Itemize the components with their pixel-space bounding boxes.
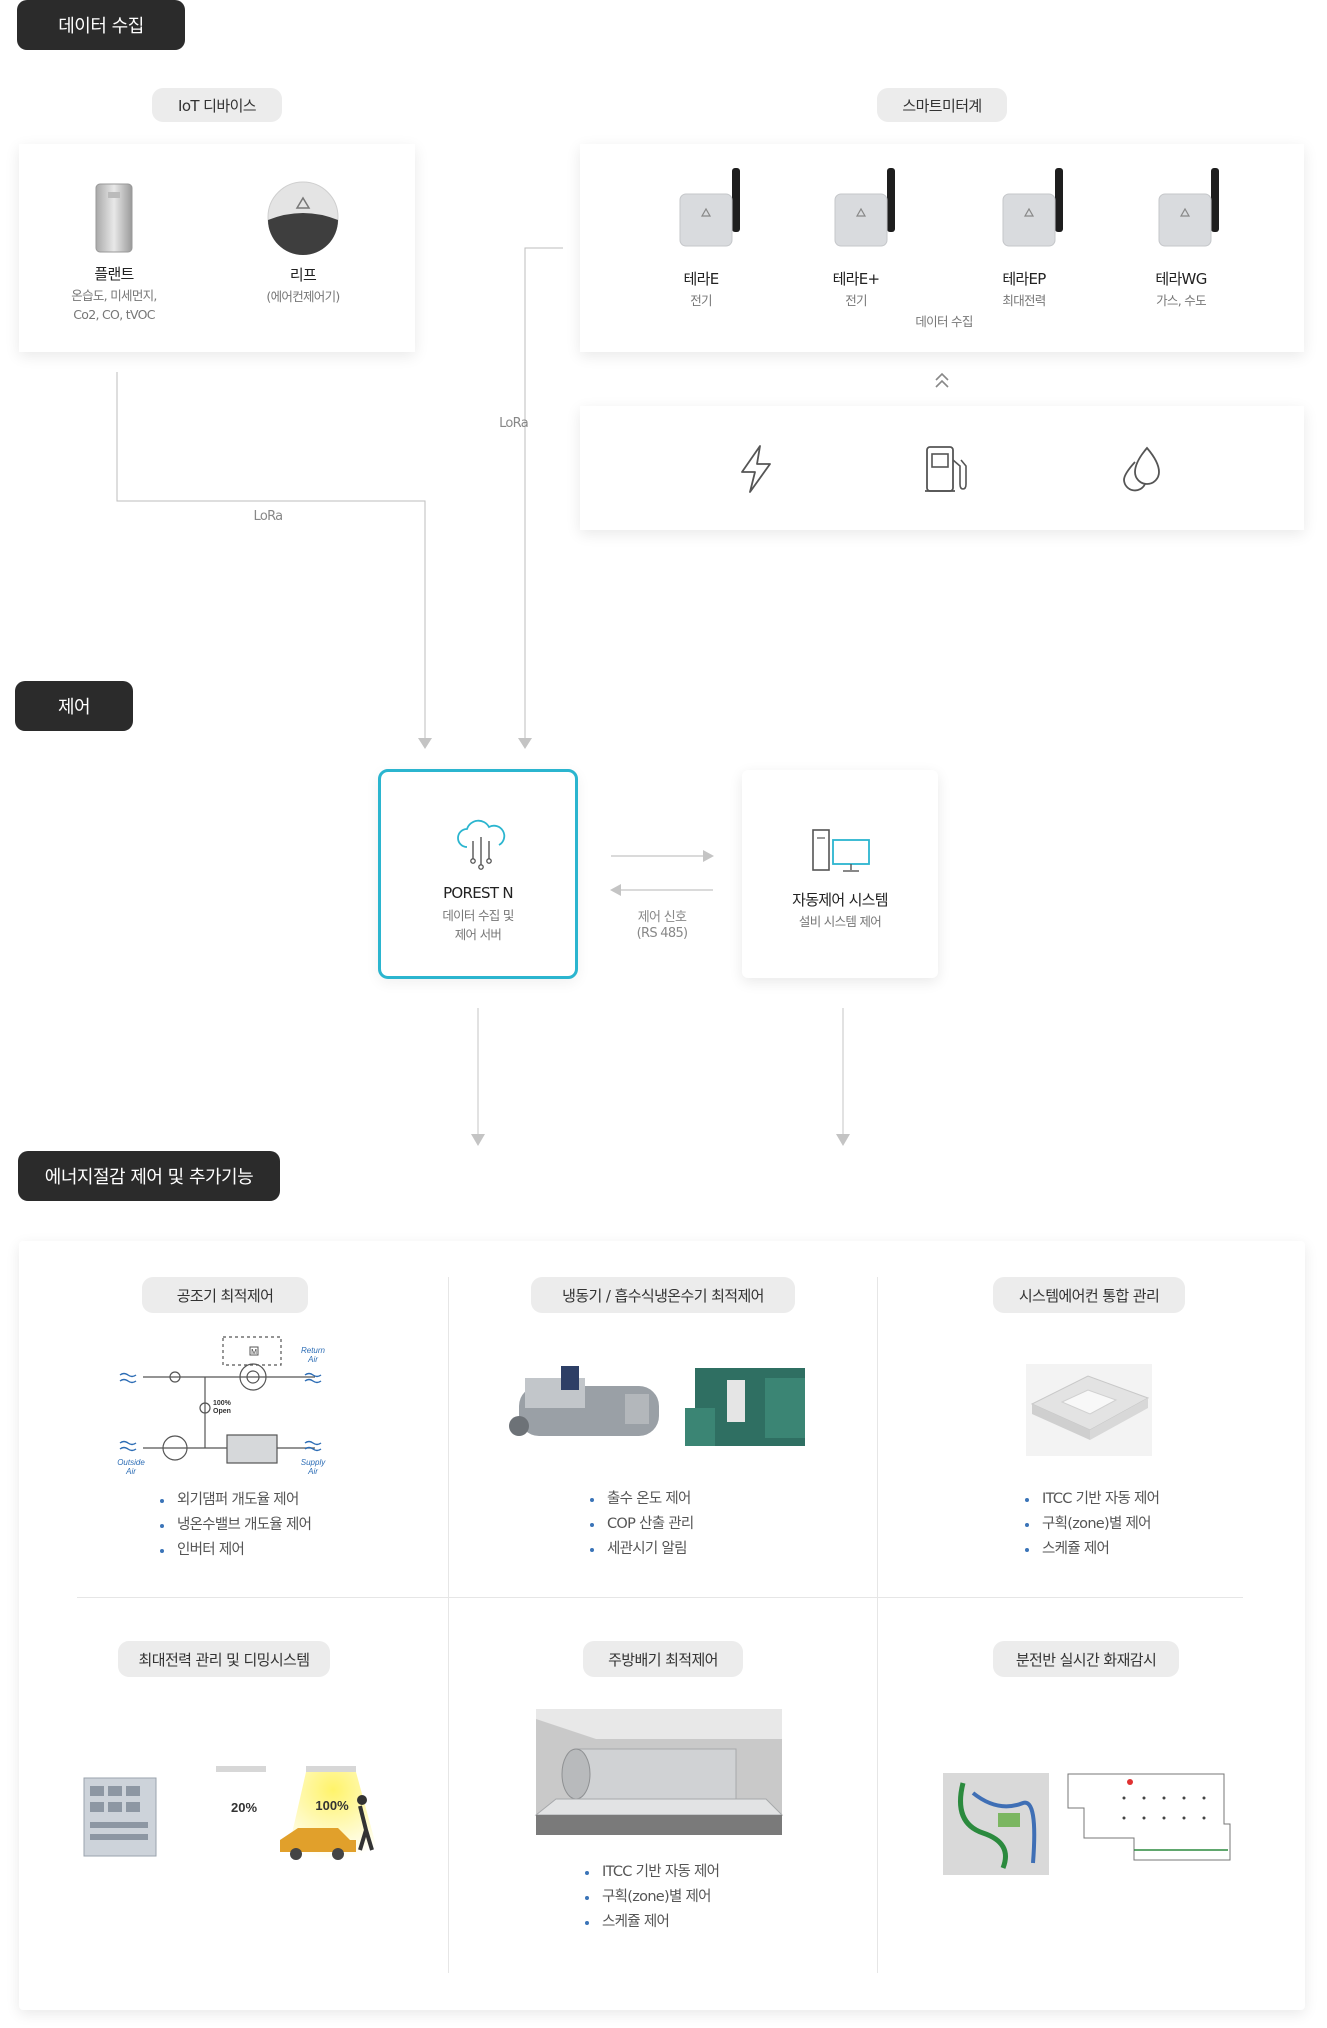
meter-name-4: 테라WG [1155, 270, 1207, 288]
auto-name: 자동제어 시스템 [792, 891, 888, 909]
feature-title-2: 냉동기 / 흡수식냉온수기 최적제어 [531, 1277, 795, 1313]
return-air-label: Return [301, 1346, 326, 1355]
outside-air-label: Air [125, 1467, 136, 1476]
dimming-image: 20% 100% [216, 1766, 380, 1860]
cloud-network-icon [457, 819, 506, 870]
meter-desc-1: 전기 [690, 293, 712, 308]
signal-label-1: 제어 신호 [637, 910, 687, 925]
lightning-icon [741, 445, 771, 493]
panel-wiring-image [943, 1773, 1049, 1875]
server-desc-1: 데이터 수집 및 [442, 908, 514, 923]
server-name: POREST N [443, 884, 514, 902]
feature-title-4: 최대전력 관리 및 디밍시스템 [118, 1641, 330, 1677]
motor-label: M [251, 1349, 257, 1356]
power-panel-image [83, 1777, 157, 1857]
meter-name-3: 테라EP [1002, 270, 1046, 288]
plant-name: 플랜트 [94, 265, 134, 283]
plant-device-icon [95, 183, 133, 253]
supply-air-label: Air [307, 1467, 318, 1476]
smart-meter-card: 테라E 전기 테라E+ 전기 테라EP 최대전력 테라WG 가스, 수도 데이터… [580, 144, 1304, 352]
iot-tag: IoT 디바이스 [152, 88, 282, 122]
meter-caption: 데이터 수집 [915, 314, 973, 329]
iot-device-card: 플랜트 온습도, 미세먼지, Co2, CO, tVOC 리프 (에어컨제어기) [19, 144, 415, 352]
return-air-label: Air [307, 1355, 318, 1364]
feature-title-3: 시스템에어컨 통합 관리 [993, 1277, 1185, 1313]
leaf-desc: (에어컨제어기) [266, 289, 340, 304]
smart-meter-tag: 스마트미터계 [877, 88, 1007, 122]
meter-desc-3: 최대전력 [1002, 293, 1046, 308]
leaf-device-icon [267, 181, 339, 255]
lora-label-left: LoRa [253, 509, 284, 524]
list-item: 냉온수밸브 개도율 제어 [155, 1513, 312, 1538]
auto-control-box: 자동제어 시스템 설비 시스템 제어 [742, 770, 938, 978]
list-item: 스케쥴 제어 [580, 1910, 719, 1935]
computer-icon [812, 829, 870, 872]
feature-bullets-5: ITCC 기반 자동 제어 구획(zone)별 제어 스케쥴 제어 [580, 1860, 720, 1935]
outside-air-label: Outside [117, 1458, 145, 1467]
double-chevron-up-icon [935, 372, 949, 388]
feature-bullets-2: 출수 온도 제어 COP 산출 관리 세관시기 알림 [585, 1487, 694, 1562]
meter-name-1: 테라E [683, 270, 720, 288]
meter-device-icon [679, 168, 740, 247]
dimming-low-label: 20% [231, 1800, 257, 1815]
list-item: ITCC 기반 자동 제어 [1020, 1487, 1160, 1512]
section-label-control: 제어 [15, 681, 133, 731]
list-item: 출수 온도 제어 [585, 1487, 694, 1512]
leaf-name: 리프 [289, 266, 317, 284]
utility-card [580, 406, 1304, 530]
list-item: 인버터 제어 [155, 1538, 311, 1563]
kitchen-exhaust-image [534, 1709, 784, 1835]
feature-bullets-3: ITCC 기반 자동 제어 구획(zone)별 제어 스케쥴 제어 [1020, 1487, 1160, 1562]
meter-device-icon [834, 168, 895, 247]
list-item: 구획(zone)별 제어 [1020, 1512, 1159, 1537]
meter-desc-2: 전기 [845, 293, 867, 308]
porest-server-box: POREST N 데이터 수집 및 제어 서버 [378, 769, 578, 979]
meter-device-icon [1158, 168, 1219, 247]
control-signal-arrows [610, 850, 714, 896]
open-label: 100% [213, 1400, 232, 1407]
server-desc-2: 제어 서버 [454, 927, 502, 942]
feature-bullets-1: 외기댐퍼 개도율 제어 냉온수밸브 개도율 제어 인버터 제어 [155, 1488, 312, 1563]
meter-desc-4: 가스, 수도 [1156, 293, 1206, 308]
list-item: 세관시기 알림 [585, 1537, 694, 1562]
meter-name-2: 테라E+ [832, 270, 881, 288]
connector-lines [116, 247, 563, 749]
feature-title-6: 분전반 실시간 화재감시 [993, 1641, 1179, 1677]
down-connectors [471, 1008, 850, 1146]
list-item: 구획(zone)별 제어 [580, 1885, 719, 1910]
list-item: COP 산출 관리 [585, 1512, 694, 1537]
lora-label-right: LoRa [499, 416, 529, 431]
list-item: 외기댐퍼 개도율 제어 [155, 1488, 311, 1513]
fuel-pump-icon [925, 446, 967, 492]
list-item: ITCC 기반 자동 제어 [580, 1860, 720, 1885]
floor-plan-image [1064, 1768, 1234, 1878]
ahu-diagram: Return Air Outside Air Supply Air 100% O… [117, 1336, 326, 1476]
plant-desc-1: 온습도, 미세먼지, [71, 288, 157, 303]
plant-desc-2: Co2, CO, tVOC [73, 307, 155, 322]
feature-title-5: 주방배기 최적제어 [583, 1641, 743, 1677]
supply-air-label: Supply [301, 1458, 326, 1467]
meter-device-icon [1002, 168, 1063, 247]
dimming-high-label: 100% [315, 1798, 349, 1813]
ceiling-aircon-image [1026, 1364, 1152, 1456]
list-item: 스케쥴 제어 [1020, 1537, 1159, 1562]
auto-desc: 설비 시스템 제어 [798, 914, 882, 929]
signal-label-2: (RS 485) [636, 926, 688, 941]
chiller-image [509, 1366, 805, 1446]
feature-title-1: 공조기 최적제어 [142, 1277, 308, 1313]
section-label-collect: 데이터 수집 [17, 0, 185, 50]
section-label-energy: 에너지절감 제어 및 추가기능 [18, 1151, 280, 1201]
water-drops-icon [1123, 446, 1160, 492]
open-label: Open [213, 1408, 231, 1415]
